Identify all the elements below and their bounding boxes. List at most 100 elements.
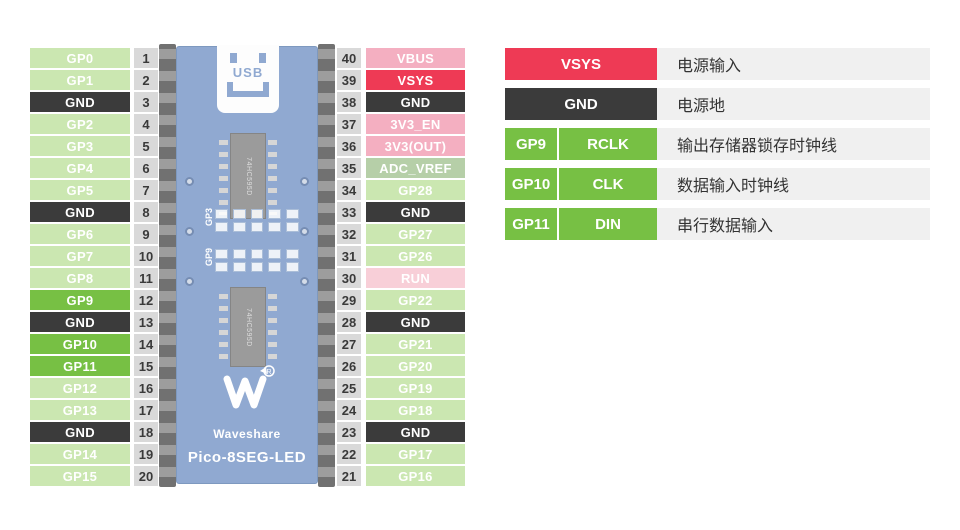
pin-label-gnd: GND: [366, 92, 465, 112]
waveshare-logo: R: [177, 365, 317, 422]
pcb-hole: [185, 277, 194, 286]
pcb: USB 74HC595D GP3 GP9 74HC595D: [176, 45, 318, 484]
resistors: [215, 208, 299, 232]
legend-cell-gp11: GP11: [505, 208, 559, 240]
pin-label-gp18: GP18: [366, 400, 465, 420]
pin-number-7: 7: [134, 180, 158, 200]
legend-description: 电源输入: [677, 58, 742, 75]
pin-number-38: 38: [337, 92, 361, 112]
shift-register-chip-top: 74HC595D: [230, 133, 266, 219]
pin-label-gp2: GP2: [30, 114, 130, 134]
pcb-hole: [300, 177, 309, 186]
svg-text:R: R: [266, 369, 271, 376]
pcb-hole: [185, 227, 194, 236]
legend-cell-din: DIN: [559, 208, 657, 240]
silkscreen-label-gp3: GP3: [204, 207, 214, 226]
pin-number-29: 29: [337, 290, 361, 310]
pin-number-13: 13: [134, 312, 158, 332]
pin-number-14: 14: [134, 334, 158, 354]
resistors: [215, 248, 299, 272]
pin-label-gp11: GP11: [30, 356, 130, 376]
pin-label-gp28: GP28: [366, 180, 465, 200]
pin-label-gnd: GND: [30, 422, 130, 442]
pin-number-10: 10: [134, 246, 158, 266]
usb-connector: USB: [217, 45, 279, 113]
pin-label-gnd: GND: [366, 202, 465, 222]
chip-marking: 74HC595D: [244, 307, 252, 347]
pin-number-15: 15: [134, 356, 158, 376]
pin-label-adc_vref: ADC_VREF: [366, 158, 465, 178]
pin-number-23: 23: [337, 422, 361, 442]
pin-number-2: 2: [134, 70, 158, 90]
legend-cell-gp10: GP10: [505, 168, 559, 200]
pin-label-gp14: GP14: [30, 444, 130, 464]
legend-description: 电源地: [677, 98, 726, 115]
pin-label-gp13: GP13: [30, 400, 130, 420]
pin-number-25: 25: [337, 378, 361, 398]
resistor-array-gp9: GP9: [203, 245, 299, 275]
pin-label-gnd: GND: [30, 202, 130, 222]
chip-legs: [268, 291, 277, 363]
pin-number-33: 33: [337, 202, 361, 222]
legend-color-block: GND: [505, 88, 657, 120]
legend-description: 串行数据输入: [677, 218, 774, 235]
legend-description: 输出存储器锁存时钟线: [677, 138, 838, 155]
pin-label-gp10: GP10: [30, 334, 130, 354]
pin-label-gp8: GP8: [30, 268, 130, 288]
pin-number-1: 1: [134, 48, 158, 68]
legend-color-block: VSYS: [505, 48, 657, 80]
legend-description: 数据输入时钟线: [677, 178, 790, 195]
pin-header-right: [318, 44, 335, 487]
legend-cell-rclk: RCLK: [559, 128, 657, 160]
pin-number-11: 11: [134, 268, 158, 288]
legend-row-1: VSYS 电源输入: [505, 48, 930, 80]
pin-label-gnd: GND: [366, 312, 465, 332]
pin-label-gp26: GP26: [366, 246, 465, 266]
chip-legs: [268, 137, 277, 215]
pin-number-37: 37: [337, 114, 361, 134]
pin-label-gp1: GP1: [30, 70, 130, 90]
pin-number-3: 3: [134, 92, 158, 112]
pin-number-31: 31: [337, 246, 361, 266]
pin-label-gnd: GND: [366, 422, 465, 442]
pcb-hole: [300, 227, 309, 236]
pcb-hole: [185, 177, 194, 186]
pin-label-vbus: VBUS: [366, 48, 465, 68]
pin-number-35: 35: [337, 158, 361, 178]
pico-8seg-led-board: USB 74HC595D GP3 GP9 74HC595D: [159, 44, 335, 487]
brand-text: Waveshare: [213, 427, 281, 441]
pin-number-27: 27: [337, 334, 361, 354]
usb-shield-outline: [227, 82, 269, 97]
pin-number-40: 40: [337, 48, 361, 68]
pin-label-gp15: GP15: [30, 466, 130, 486]
